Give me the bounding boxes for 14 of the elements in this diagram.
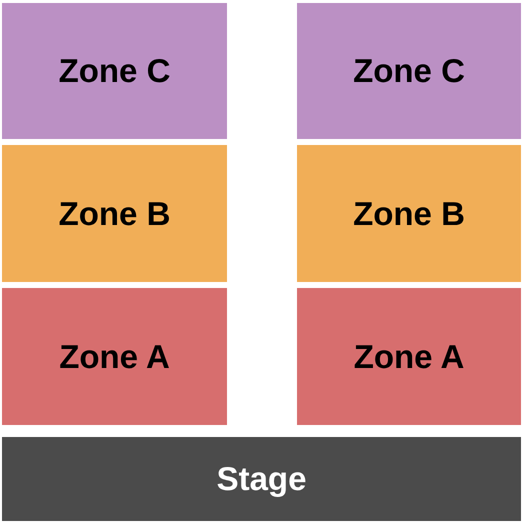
seating-section xyxy=(297,3,521,139)
seating-section xyxy=(297,288,521,425)
stage-area xyxy=(2,437,521,521)
section-label: Zone C xyxy=(58,52,170,90)
seating-section xyxy=(2,145,227,282)
seating-section xyxy=(2,288,227,425)
section-label: Zone B xyxy=(58,194,170,232)
stage-label: Stage xyxy=(216,460,306,498)
seating-section xyxy=(2,3,227,139)
section-label: Zone B xyxy=(353,194,465,232)
section-label: Zone A xyxy=(59,338,170,376)
seating-section xyxy=(297,145,521,282)
section-label: Zone C xyxy=(353,52,465,90)
section-label: Zone A xyxy=(354,338,464,376)
